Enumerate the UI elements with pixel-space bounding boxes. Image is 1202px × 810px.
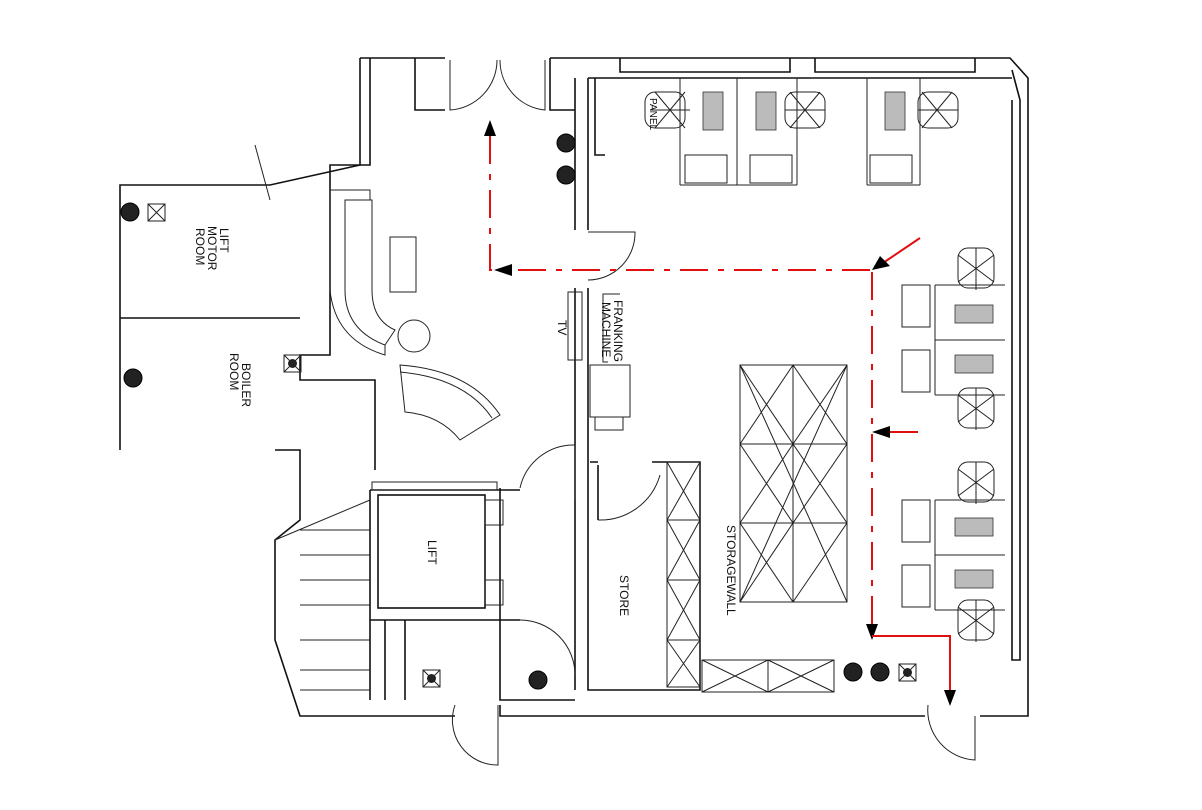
staircase: [274, 499, 371, 691]
office-chair: [957, 247, 995, 290]
arrow-left-icon: [494, 264, 512, 276]
tv-unit: TV: [555, 291, 583, 361]
lift-shaft: LIFT: [371, 481, 504, 609]
office-chair: [917, 91, 959, 129]
arrow-up-icon: [484, 120, 496, 136]
lift-label: LIFT: [425, 540, 439, 565]
boiler-room-label-2: ROOM: [227, 353, 241, 390]
franking-machine-label-2: MACHINE: [599, 302, 613, 357]
store-label: STORE: [617, 575, 631, 616]
boiler-room-label-1: BOILER: [239, 363, 253, 407]
escape-route: [484, 120, 956, 706]
outer-walls: [119, 57, 1029, 717]
office-chair: [957, 387, 995, 430]
arrow-left-icon: [872, 426, 890, 438]
franking-machine-label-1: FRANKING: [611, 300, 625, 362]
lift-motor-room-label-1: LIFT: [217, 228, 231, 253]
workstations-right: [901, 247, 1005, 642]
reception-sofa: [329, 189, 501, 441]
office-chair: [957, 599, 995, 642]
franking-machine: FRANKING MACHINE: [589, 293, 631, 431]
room-labels: LIFT MOTOR ROOM BOILER ROOM STORE STORAG…: [193, 226, 738, 616]
tv-label: TV: [555, 320, 569, 335]
arrow-down-icon: [944, 690, 956, 706]
office-chair: [784, 91, 826, 129]
office-chair: [957, 461, 995, 504]
office-chair: [644, 91, 690, 129]
arrow-down-left-icon: [872, 256, 890, 270]
lift-motor-room-label-3: ROOM: [193, 228, 207, 265]
storagewall-label: STORAGEWALL: [724, 525, 738, 616]
doors[interactable]: [449, 59, 976, 766]
arrow-down-icon: [866, 624, 878, 640]
storagewall-units: [666, 364, 848, 693]
workstations-top: PANEL: [644, 78, 959, 186]
lift-motor-room-label-2: MOTOR: [205, 226, 219, 271]
panel-label: PANEL: [647, 98, 658, 130]
columns: [120, 133, 917, 690]
